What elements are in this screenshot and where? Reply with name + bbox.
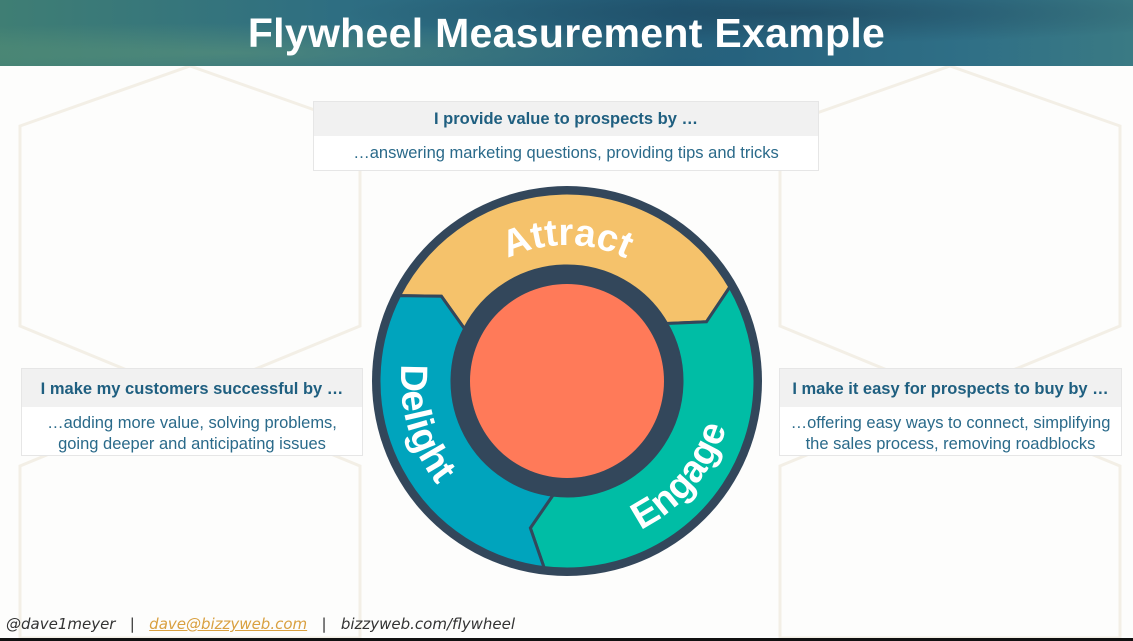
footer: @dave1meyer | dave@bizzyweb.com | bizzyw… <box>6 615 515 633</box>
delight-box: I make my customers successful by … …add… <box>21 368 363 456</box>
slide-title: Flywheel Measurement Example <box>247 10 886 56</box>
footer-url: bizzyweb.com/flywheel <box>340 615 515 633</box>
engage-heading: I make it easy for prospects to buy by … <box>780 369 1121 407</box>
engage-body-line-2: the sales process, removing roadblocks <box>805 435 1096 453</box>
delight-heading: I make my customers successful by … <box>22 369 362 407</box>
delight-body-line-2: going deeper and anticipating issues <box>58 435 326 453</box>
flywheel-hub <box>470 284 664 478</box>
attract-segment <box>397 191 732 332</box>
delight-body-line-1: …adding more value, solving problems, <box>47 414 337 432</box>
attract-heading: I provide value to prospects by … <box>314 102 818 136</box>
bottom-bar <box>0 638 1133 641</box>
footer-handle: @dave1meyer <box>6 615 116 633</box>
attract-box: I provide value to prospects by … …answe… <box>313 101 819 171</box>
attract-body: …answering marketing questions, providin… <box>353 144 779 162</box>
footer-email-link[interactable]: dave@bizzyweb.com <box>149 615 308 633</box>
header-banner: Flywheel Measurement Example <box>0 0 1133 66</box>
engage-body-line-1: …offering easy ways to connect, simplify… <box>790 414 1111 432</box>
engage-box: I make it easy for prospects to buy by …… <box>779 368 1122 456</box>
